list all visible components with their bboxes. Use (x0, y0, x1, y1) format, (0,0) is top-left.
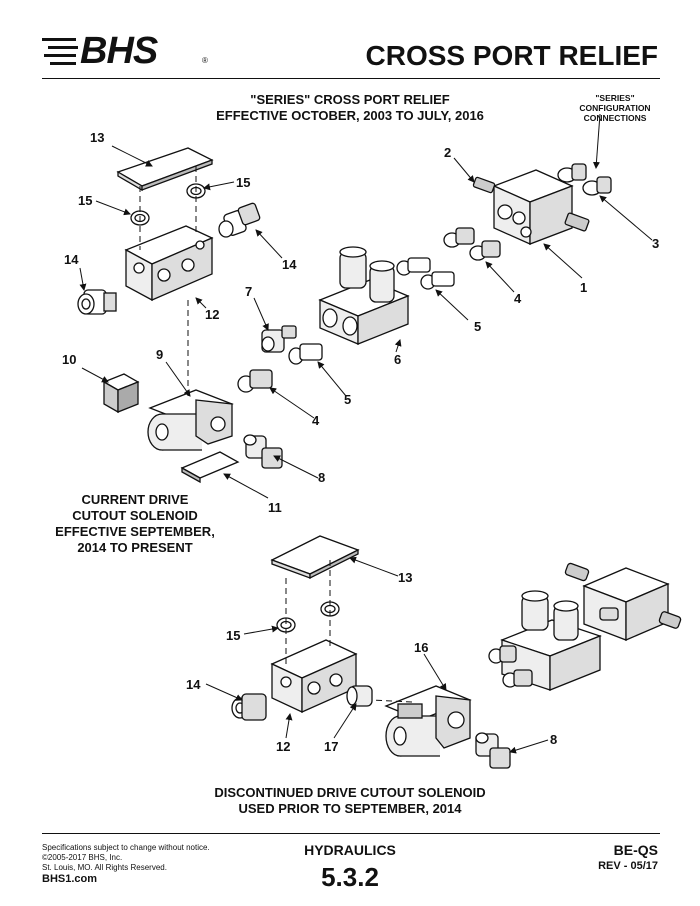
callout-13: 13 (90, 130, 105, 145)
alignment-lines (139, 166, 413, 703)
gasket-plate (180, 451, 240, 484)
dual-valve-assembly (318, 246, 410, 345)
callout-15: 15 (226, 628, 241, 643)
callout-2: 2 (444, 145, 452, 160)
solenoid-current (147, 389, 234, 451)
coupling-nipple (346, 685, 373, 707)
current-label-line: 2014 TO PRESENT (77, 540, 193, 555)
discontinued-label-line: DISCONTINUED DRIVE CUTOUT SOLENOID (214, 785, 486, 800)
cord-connector (218, 202, 261, 238)
relief-cartridge (564, 212, 590, 232)
website-link[interactable]: BHS1.com (42, 873, 98, 885)
relief-cartridge (472, 176, 496, 194)
hex-fitting (237, 369, 273, 393)
callout-14: 14 (186, 677, 201, 692)
callout-13: 13 (398, 570, 413, 585)
config-label-line: CONNECTIONS (583, 113, 647, 123)
callout-4: 4 (514, 291, 522, 306)
series-config-label: "SERIES" CONFIGURATION CONNECTIONS (560, 93, 670, 123)
logo-speed-line (44, 54, 76, 57)
header-rule (42, 78, 660, 79)
callout-7: 7 (245, 284, 253, 299)
legal-line: St. Louis, MO. All Rights Reserved. (42, 863, 167, 872)
callout-12: 12 (276, 739, 291, 754)
logo-speed-line (48, 46, 78, 49)
document-code: BE-QS (613, 842, 658, 858)
footer-rule (42, 833, 660, 834)
elbow-fitting (261, 325, 297, 353)
discontinued-solenoid-label: DISCONTINUED DRIVE CUTOUT SOLENOID USED … (200, 785, 500, 817)
callout-8: 8 (550, 732, 558, 747)
junction-box (270, 639, 358, 714)
callout-16: 16 (414, 640, 429, 655)
legal-line: ©2005-2017 BHS, Inc. (42, 853, 123, 862)
current-label-line: CUTOUT SOLENOID (72, 508, 198, 523)
config-label-line: CONFIGURATION (579, 103, 651, 113)
section-name: HYDRAULICS (304, 842, 396, 858)
series-fitting (582, 176, 612, 196)
callout-5: 5 (474, 319, 482, 334)
callout-14: 14 (282, 257, 297, 272)
callout-6: 6 (394, 352, 402, 367)
callout-15: 15 (236, 175, 251, 190)
cord-connector (77, 289, 117, 315)
callout-4: 4 (312, 413, 320, 428)
footer-legal: Specifications subject to change without… (42, 843, 210, 873)
straight-fitting (420, 271, 455, 290)
solenoid-connector (102, 373, 140, 414)
callout-15: 15 (78, 193, 93, 208)
relief-valve-block (492, 169, 574, 246)
page-title: CROSS PORT RELIEF (365, 40, 658, 71)
current-solenoid-label: CURRENT DRIVE CUTOUT SOLENOID EFFECTIVE … (40, 492, 230, 556)
callout-5: 5 (344, 392, 352, 407)
config-label-line: "SERIES" (595, 93, 635, 103)
callout-12: 12 (205, 307, 220, 322)
elbow-fitting (243, 434, 283, 469)
current-label-line: EFFECTIVE SEPTEMBER, (55, 524, 215, 539)
callout-8: 8 (318, 470, 326, 485)
hex-fitting (469, 240, 501, 261)
callout-9: 9 (156, 347, 164, 362)
solenoid-discontinued (384, 685, 472, 757)
callout-3: 3 (652, 236, 660, 251)
series-fitting (557, 163, 587, 183)
callout-1: 1 (580, 280, 588, 295)
callout-10: 10 (62, 352, 77, 367)
current-label-line: CURRENT DRIVE (81, 492, 189, 507)
cord-connector (231, 693, 267, 721)
leader-lines (79, 113, 653, 754)
series-section-title: "SERIES" CROSS PORT RELIEF EFFECTIVE OCT… (190, 92, 510, 124)
series-title-line: "SERIES" CROSS PORT RELIEF (250, 92, 450, 107)
series-title-line: EFFECTIVE OCTOBER, 2003 TO JULY, 2016 (216, 108, 484, 123)
straight-fitting (396, 257, 431, 276)
callout-11: 11 (268, 500, 282, 515)
revision-label: REV - 05/17 (598, 860, 658, 872)
discontinued-label-line: USED PRIOR TO SEPTEMBER, 2014 (238, 801, 462, 816)
cover-plate (270, 535, 360, 580)
junction-box (124, 225, 214, 302)
callout-14: 14 (64, 252, 79, 267)
logo-speed-line (42, 38, 76, 41)
logo-registered-mark: ® (202, 56, 208, 65)
elbow-fitting (475, 732, 511, 769)
bhs-logo: BHS ® (42, 30, 212, 74)
valve-assembly-lower (488, 562, 682, 691)
hex-fitting (443, 227, 475, 248)
page-number: 5.3.2 (321, 862, 379, 892)
straight-fitting (288, 343, 323, 365)
cover-plate (116, 147, 214, 192)
logo-speed-line (50, 62, 76, 65)
logo-wordmark: BHS (80, 30, 158, 72)
callout-17: 17 (324, 739, 339, 754)
legal-line: Specifications subject to change without… (42, 843, 210, 852)
